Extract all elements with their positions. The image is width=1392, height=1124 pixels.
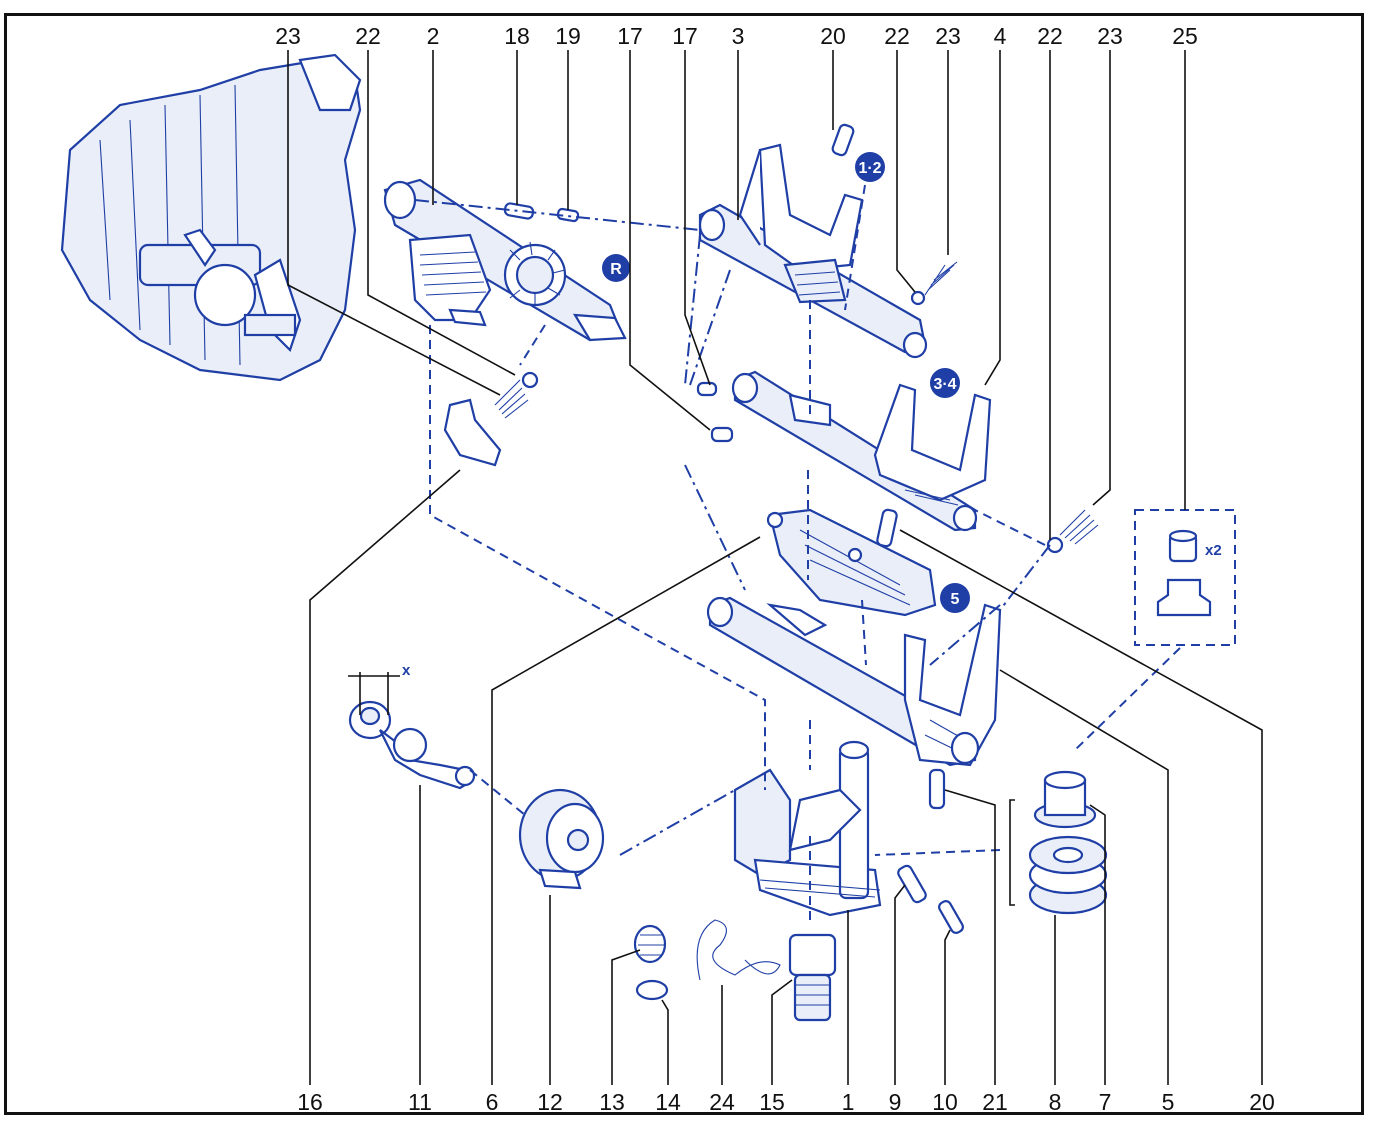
callout-23: 23 [275,23,301,49]
gearbox-housing [60,53,362,382]
callout-24: 24 [709,1089,735,1115]
callout-22: 22 [1037,23,1063,49]
reverse-badge [602,254,630,282]
callout-16: 16 [297,1089,323,1115]
callout-18: 18 [504,23,530,49]
callout-7: 7 [1099,1089,1112,1115]
pin-10 [938,900,964,934]
roll-pin-20-top [831,123,855,157]
callout-14: 14 [655,1089,681,1115]
spring-24 [696,919,781,981]
reverse-shaft [383,178,627,342]
gear-34-badge-label: 3·4 [933,376,956,393]
callout-20: 20 [1249,1089,1275,1115]
callout-23: 23 [935,23,961,49]
callout-17: 17 [672,23,698,49]
callout-6: 6 [486,1089,499,1115]
bearing-12 [518,788,605,890]
interlock-6 [766,508,937,617]
callout-8: 8 [1049,1089,1062,1115]
callout-17: 17 [617,23,643,49]
gear-5-badge-label: 5 [951,591,960,608]
spring-23-mid [1059,509,1099,545]
callout-5: 5 [1162,1089,1175,1115]
bush-7 [1033,770,1097,829]
fork-shaft-5 [706,596,1002,767]
plunger-15 [788,933,837,1022]
roll-pin-21 [928,768,946,810]
spring-23-left [494,379,529,419]
grommet-8 [1028,835,1108,915]
callout-12: 12 [537,1089,563,1115]
callout-22: 22 [355,23,381,49]
top-callout-labels: 23 22 2 18 19 17 17 3 20 22 23 4 22 23 2… [275,23,1198,49]
fork-shaft-12 [698,143,928,359]
spring-23-top [924,261,958,296]
ball-22-left [521,371,539,389]
pin-9 [897,864,927,904]
callout-21: 21 [982,1089,1008,1115]
bush-13 [633,924,667,964]
gear-5-badge [940,583,970,613]
circlip-14 [635,979,669,1001]
pin-17-b [710,426,734,443]
callout-13: 13 [599,1089,625,1115]
bottom-callout-labels: 16 11 6 12 13 14 24 15 1 9 10 21 8 7 5 2… [297,1089,1275,1115]
callout-1: 1 [842,1089,855,1115]
callout-15: 15 [759,1089,785,1115]
callout-22: 22 [884,23,910,49]
callout-25: 25 [1172,23,1198,49]
lever-11 [348,672,476,790]
callout-2: 2 [427,23,440,49]
callout-11: 11 [408,1089,432,1115]
ball-22-mid [1046,536,1064,554]
pin-17-a [696,381,718,397]
callout-4: 4 [994,23,1007,49]
x2-label: x2 [1205,542,1222,559]
assembly-guide-lines [414,184,1181,920]
kit-bush-large [1156,578,1212,617]
ball-22-top [910,290,926,306]
gear-12-badge [855,152,885,182]
gear-34-badge [930,368,960,398]
pin-18 [503,202,535,220]
leader-lines [287,50,1263,1085]
callout-23: 23 [1097,23,1123,49]
gear-12-badge-label: 1·2 [858,160,881,177]
callout-3: 3 [732,23,745,49]
roll-pin-20-mid [876,508,898,548]
callout-9: 9 [889,1089,902,1115]
callout-19: 19 [555,23,581,49]
clip-16 [443,398,502,467]
callout-10: 10 [932,1089,958,1115]
callout-20: 20 [820,23,846,49]
selector-base-1 [733,740,882,917]
x-dimension-label: x [402,662,411,679]
reverse-badge-label: R [610,261,622,278]
diagram-frame [4,13,1364,1115]
